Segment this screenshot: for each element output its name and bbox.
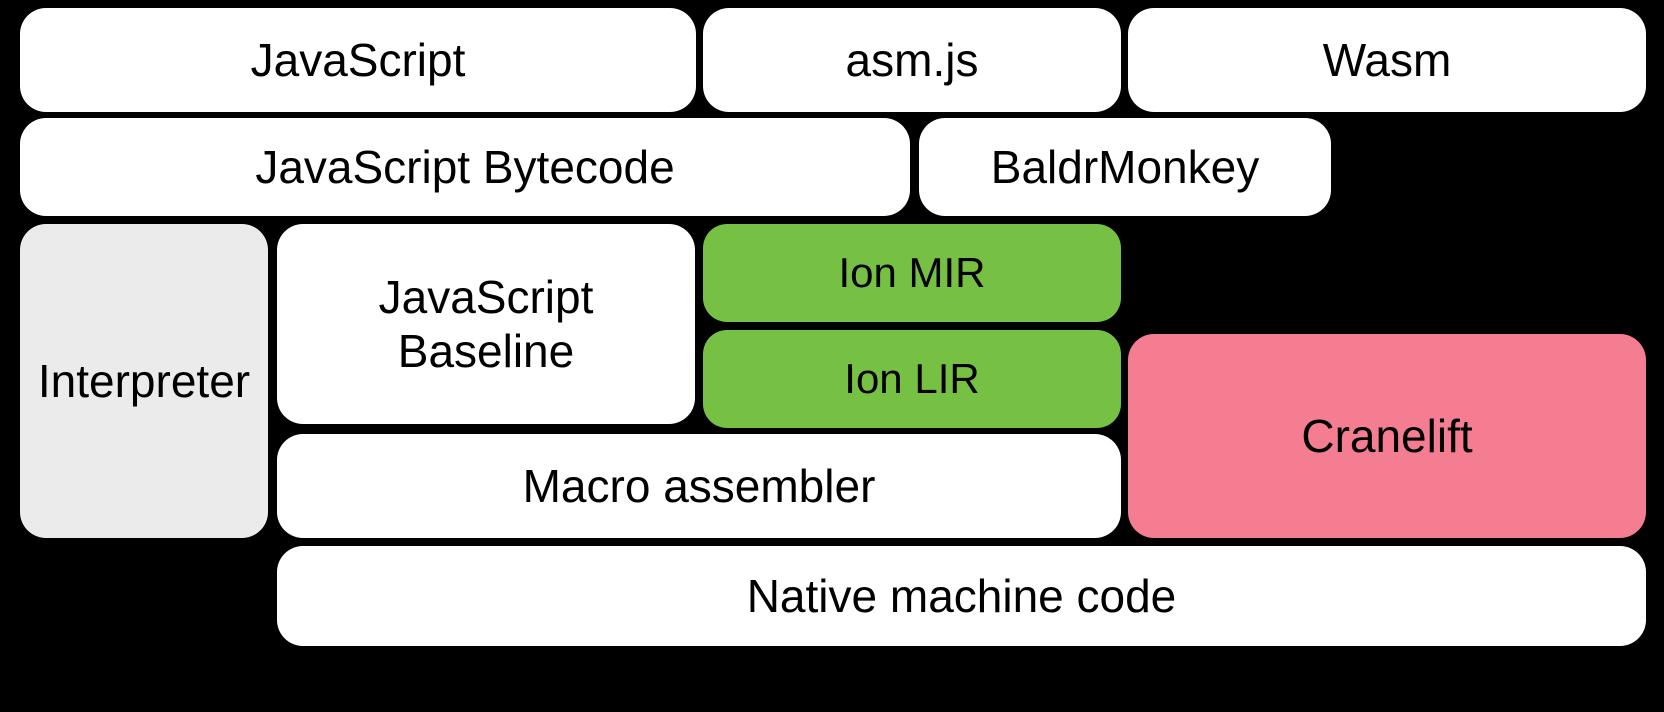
node-ion-lir[interactable]: Ion LIR (703, 330, 1121, 428)
node-ion-mir[interactable]: Ion MIR (703, 224, 1121, 322)
node-baldrmonkey[interactable]: BaldrMonkey (919, 118, 1331, 216)
node-interpreter[interactable]: Interpreter (20, 224, 268, 538)
node-javascript-baseline[interactable]: JavaScript Baseline (277, 224, 695, 424)
node-native-machine-code[interactable]: Native machine code (277, 546, 1646, 646)
node-javascript[interactable]: JavaScript (20, 8, 696, 112)
node-asm-js[interactable]: asm.js (703, 8, 1121, 112)
node-javascript-bytecode[interactable]: JavaScript Bytecode (20, 118, 910, 216)
node-macro-assembler[interactable]: Macro assembler (277, 434, 1121, 538)
node-cranelift[interactable]: Cranelift (1128, 334, 1646, 538)
node-wasm[interactable]: Wasm (1128, 8, 1646, 112)
